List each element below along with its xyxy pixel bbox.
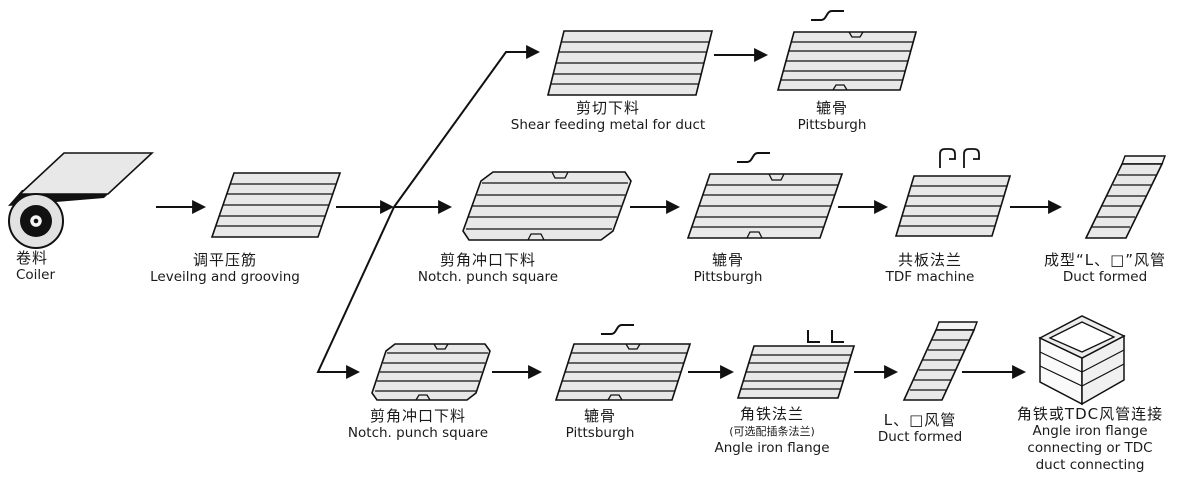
- label-notch-mid-zh: 剪角冲口下料: [439, 251, 536, 269]
- notch-punch-mid-sheet-icon: [462, 171, 632, 241]
- angle-iron-sheet-icon: [736, 330, 856, 399]
- label-duct-formed-mid-en: Duct formed: [1062, 269, 1148, 285]
- duct-formed-bot-icon: [902, 321, 979, 401]
- label-angle-iron-note: (可选配插条法兰): [729, 425, 815, 438]
- duct-formed-mid-icon: [1084, 155, 1167, 239]
- label-shear-en: Shear feeding metal for duct: [510, 117, 706, 133]
- label-leveling-en: Leveilng and grooving: [150, 269, 300, 285]
- label-notch-bot-zh: 剪角冲口下料: [369, 407, 466, 425]
- label-pittsburgh-mid: 辘骨 Pittsburgh: [694, 252, 763, 286]
- label-tdc-connect-en1: Angle iron flange: [1032, 423, 1148, 439]
- label-duct-formed-mid-zh: 成型“L、□”风管: [1043, 251, 1167, 269]
- flow-arrows: [156, 45, 1063, 379]
- label-tdc-connect-en3: duct connecting: [1035, 457, 1145, 473]
- tdc-duct-box-icon: [1038, 315, 1126, 406]
- branch-line-top: [393, 45, 541, 208]
- label-angle-iron-en: Angle iron flange: [714, 440, 830, 456]
- label-angle-iron-zh: 角铁法兰: [739, 405, 804, 423]
- label-leveling-zh: 调平压筋: [192, 251, 258, 269]
- coiler-icon: [8, 152, 155, 249]
- branch-line-bottom: [316, 206, 395, 379]
- pittsburgh-seam-profile-icon: [811, 10, 844, 21]
- label-coiler-zh: 卷料: [16, 249, 49, 267]
- label-leveling: 调平压筋 Leveilng and grooving: [150, 252, 300, 286]
- label-coiler-en: Coiler: [16, 267, 56, 283]
- label-pittsburgh-mid-en: Pittsburgh: [693, 269, 763, 285]
- label-coiler: 卷料 Coiler: [16, 250, 55, 284]
- leveling-sheet-icon: [210, 172, 342, 238]
- label-pittsburgh-mid-zh: 辘骨: [711, 251, 744, 269]
- label-pittsburgh-top-zh: 辘骨: [815, 99, 848, 117]
- label-notch-mid: 剪角冲口下料 Notch. punch square: [418, 252, 558, 286]
- label-shear-zh: 剪切下料: [575, 99, 640, 117]
- pittsburgh-mid-sheet-icon: [686, 152, 844, 239]
- label-duct-formed-bot: L、□风管 Duct formed: [878, 412, 962, 446]
- pittsburgh-bot-sheet-icon: [554, 324, 692, 401]
- label-tdf-zh: 共板法兰: [897, 251, 962, 269]
- tdf-flange-profile-icon: [939, 148, 980, 168]
- label-tdc-connect-zh: 角铁或TDC风管连接: [1016, 405, 1164, 423]
- pittsburgh-seam-profile-icon: [601, 324, 634, 335]
- label-notch-bot-en: Notch. punch square: [347, 425, 489, 441]
- label-tdc-connect: 角铁或TDC风管连接 Angle iron flange connecting …: [1017, 406, 1163, 474]
- label-pittsburgh-bot-en: Pittsburgh: [565, 425, 635, 441]
- label-pittsburgh-top-en: Pittsburgh: [797, 117, 867, 133]
- label-tdf-en: TDF machine: [885, 269, 975, 285]
- shear-sheet-icon: [546, 30, 714, 96]
- label-duct-formed-bot-en: Duct formed: [877, 429, 963, 445]
- tdf-sheet-icon: [894, 148, 1012, 237]
- pittsburgh-seam-profile-icon: [737, 152, 770, 163]
- label-notch-bot: 剪角冲口下料 Notch. punch square: [348, 408, 488, 442]
- label-tdf: 共板法兰 TDF machine: [886, 252, 975, 286]
- label-duct-formed-mid: 成型“L、□”风管 Duct formed: [1044, 252, 1166, 286]
- label-shear: 剪切下料 Shear feeding metal for duct: [511, 100, 705, 134]
- pittsburgh-top-sheet-icon: [776, 10, 918, 91]
- label-notch-mid-en: Notch. punch square: [417, 269, 559, 285]
- notch-punch-bot-sheet-icon: [371, 343, 491, 401]
- label-pittsburgh-top: 辘骨 Pittsburgh: [798, 100, 867, 134]
- angle-iron-profile-icon: [807, 330, 844, 343]
- label-angle-iron: 角铁法兰 (可选配插条法兰) Angle iron flange: [714, 406, 829, 457]
- label-duct-formed-bot-zh: L、□风管: [883, 411, 957, 429]
- label-tdc-connect-en2: connecting or TDC: [1027, 440, 1153, 456]
- label-pittsburgh-bot: 辘骨 Pittsburgh: [566, 408, 635, 442]
- label-pittsburgh-bot-zh: 辘骨: [583, 407, 616, 425]
